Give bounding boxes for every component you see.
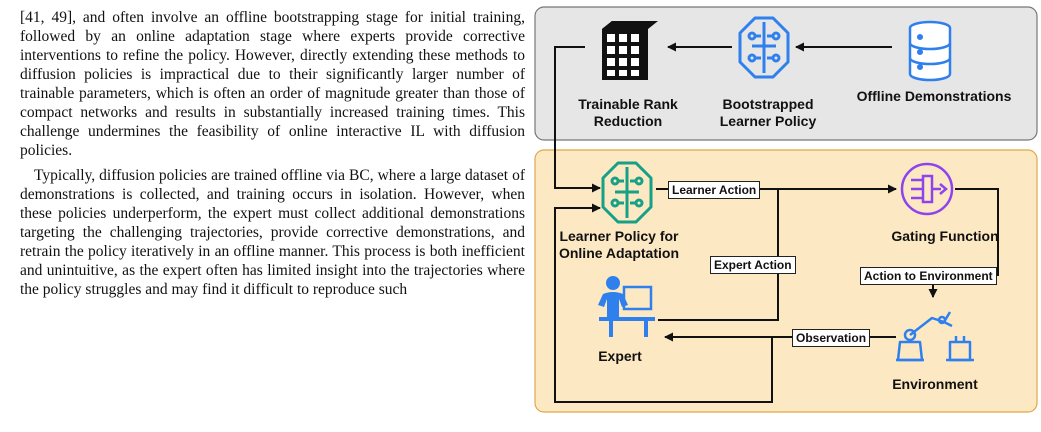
label-environment: Environment [892,376,978,392]
arrow-expert-to-gating [658,189,779,321]
tag-learner-action: Learner Action [668,181,761,199]
label-gating-function: Gating Function [891,228,999,244]
paragraph-2: Typically, diffusion policies are traine… [20,167,525,298]
expert-person-icon [598,276,655,337]
label-learner-policy-online: Learner Policy for Online Adaptation [558,228,680,261]
robot-arm-icon [896,311,974,362]
label-expert: Expert [598,348,642,364]
learner-brain-icon [601,161,653,224]
tag-observation: Observation [792,329,871,347]
tag-expert-action: Expert Action [710,256,796,274]
label-trainable-rank-reduction: Trainable Rank Reduction [578,96,678,129]
bootstrapped-brain-icon [738,16,790,79]
arrow-env-to-learner [554,203,773,403]
system-diagram: Trainable Rank Reduction Bootstrapped Le… [530,0,1041,432]
database-icon [908,20,952,82]
paper-text-column: [41, 49], and often involve an offline b… [20,8,525,299]
arrow-rank-to-learner [554,46,601,193]
paragraph-1: [41, 49], and often involve an offline b… [20,9,525,159]
label-bootstrapped-learner-policy: Bootstrapped Learner Policy [719,96,817,129]
online-panel [534,149,1038,413]
tag-action-to-environment: Action to Environment [860,267,997,285]
label-offline-demonstrations: Offline Demonstrations [856,88,1012,104]
rank-reduction-icon [602,21,658,80]
gating-function-icon [900,162,954,216]
